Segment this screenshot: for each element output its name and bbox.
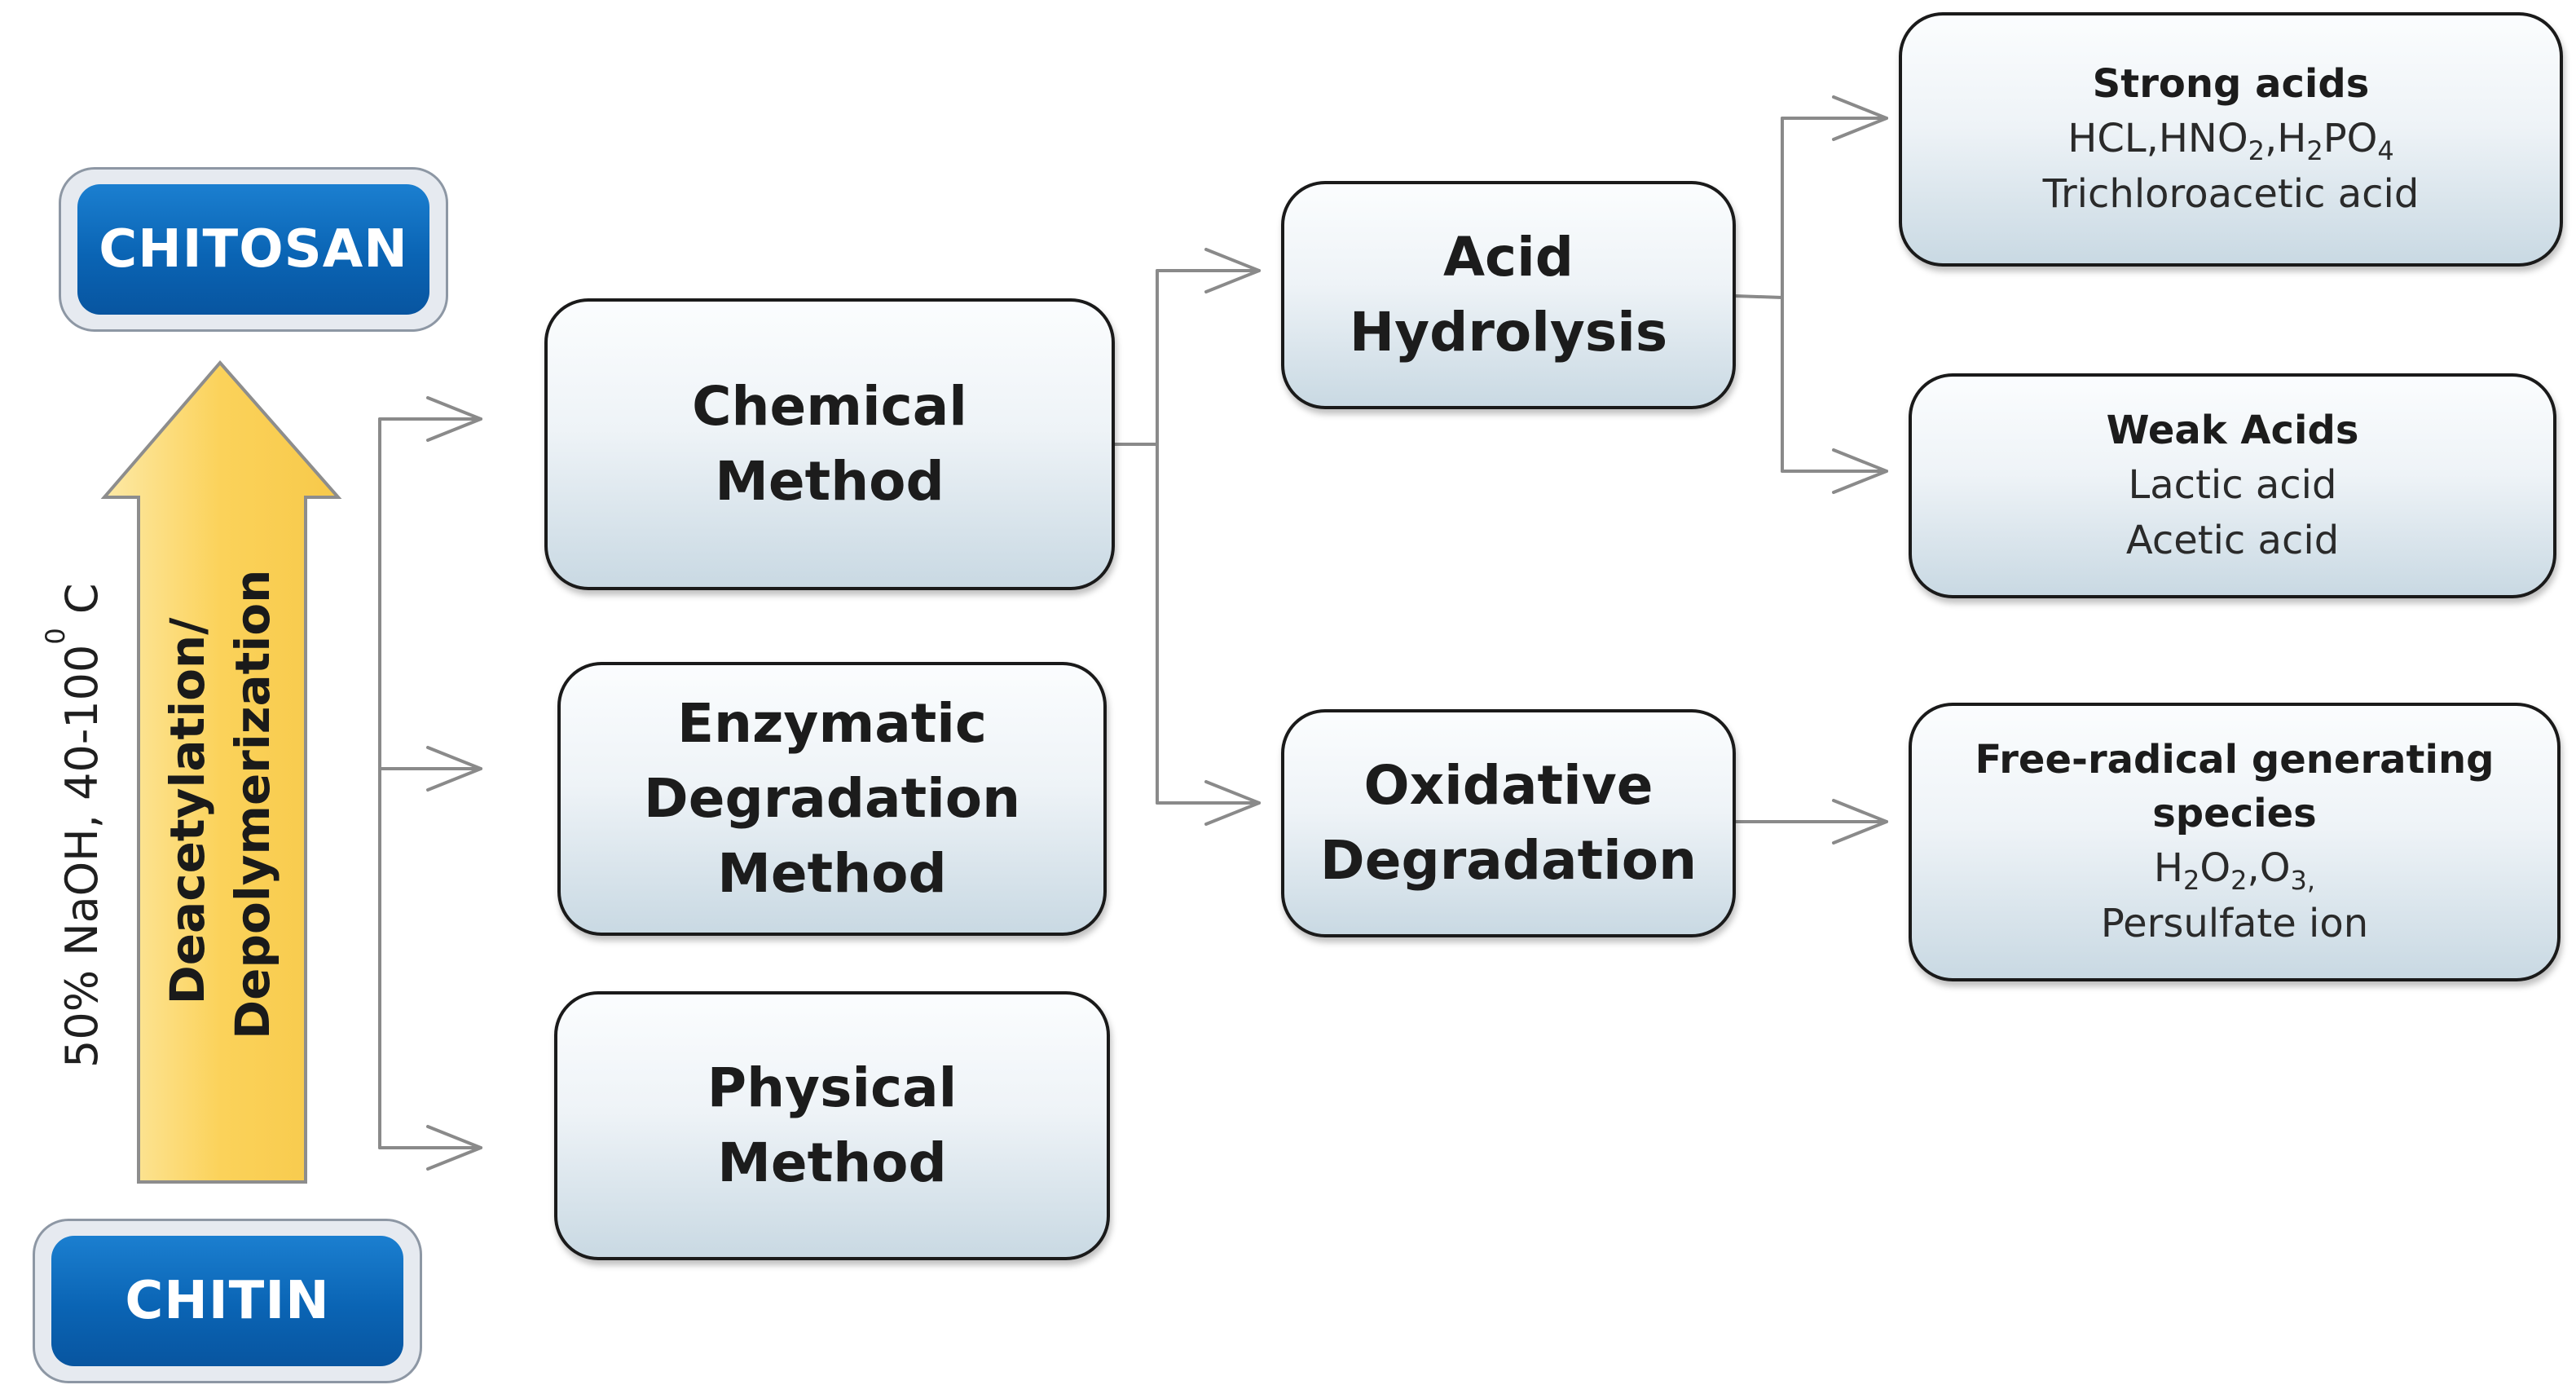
conditions-text: 50% NaOH, 40-100 <box>56 644 108 1068</box>
acid-hydrolysis-line2: Hydrolysis <box>1349 301 1668 364</box>
chemical-method-line1: Chemical <box>692 375 967 438</box>
process-arrow-shape <box>100 359 342 1184</box>
conditions-degree: 0 <box>40 628 71 645</box>
chemical-method-line2: Method <box>715 450 945 513</box>
strong-acids-box: Strong acids HCL,HNO2,H2PO4 Trichloroace… <box>1899 12 2563 267</box>
free-radical-formulas: H2O2,O3, <box>2153 845 2316 896</box>
weak-acids-title: Weak Acids <box>2106 408 2359 453</box>
free-radical-line2: Persulfate ion <box>2100 901 2369 946</box>
arrowhead-oxidative <box>1204 780 1261 826</box>
enzymatic-method-line1: Enzymatic <box>676 692 988 755</box>
process-arrow-line2: Depolymerization <box>225 569 280 1039</box>
arrowhead-chemical <box>426 396 482 442</box>
weak-acids-line2: Acetic acid <box>2125 518 2340 563</box>
oxidative-degradation-line1: Oxidative <box>1363 754 1653 817</box>
chitin-label: CHITIN <box>51 1236 403 1366</box>
acid-hydrolysis-box: Acid Hydrolysis <box>1281 181 1736 409</box>
process-arrow-label: Deacetylation/ Depolymerization <box>155 569 285 1039</box>
physical-method-box: Physical Method <box>554 991 1110 1260</box>
reaction-conditions: 50% NaOH, 40-1000 C <box>40 583 108 1068</box>
process-arrow-line1: Deacetylation/ <box>160 617 215 1005</box>
chitosan-label: CHITOSAN <box>77 184 429 315</box>
arrowhead-weak <box>1832 448 1888 494</box>
strong-acids-line2: Trichloroacetic acid <box>2042 171 2420 217</box>
chitin-box: CHITIN <box>33 1219 422 1383</box>
oxidative-degradation-box: Oxidative Degradation <box>1281 709 1736 937</box>
arrowhead-radical <box>1832 799 1888 845</box>
arrowhead-enzymatic <box>426 746 482 792</box>
physical-method-line1: Physical <box>707 1056 958 1119</box>
chitosan-box: CHITOSAN <box>59 167 448 332</box>
arrowhead-physical <box>426 1125 482 1171</box>
enzymatic-method-line2: Degradation <box>643 767 1021 830</box>
arrowhead-acid <box>1204 248 1261 293</box>
conditions-unit: C <box>56 583 108 615</box>
weak-acids-line1: Lactic acid <box>2128 462 2337 508</box>
acid-hydrolysis-line1: Acid <box>1442 226 1574 289</box>
enzymatic-method-box: Enzymatic Degradation Method <box>557 662 1107 936</box>
weak-acids-box: Weak Acids Lactic acid Acetic acid <box>1909 373 2556 598</box>
enzymatic-method-line3: Method <box>717 842 947 905</box>
free-radical-title2: species <box>2152 791 2317 836</box>
strong-acids-title: Strong acids <box>2092 61 2370 107</box>
free-radical-box: Free-radical generating species H2O2,O3,… <box>1909 703 2561 981</box>
oxidative-degradation-line2: Degradation <box>1319 829 1698 892</box>
free-radical-title1: Free-radical generating <box>1975 737 2495 783</box>
chemical-method-box: Chemical Method <box>544 298 1115 590</box>
connector-acid-out <box>1733 294 1784 299</box>
strong-acids-formulas: HCL,HNO2,H2PO4 <box>2067 116 2394 166</box>
arrowhead-strong <box>1832 95 1888 141</box>
physical-method-line2: Method <box>717 1131 947 1194</box>
